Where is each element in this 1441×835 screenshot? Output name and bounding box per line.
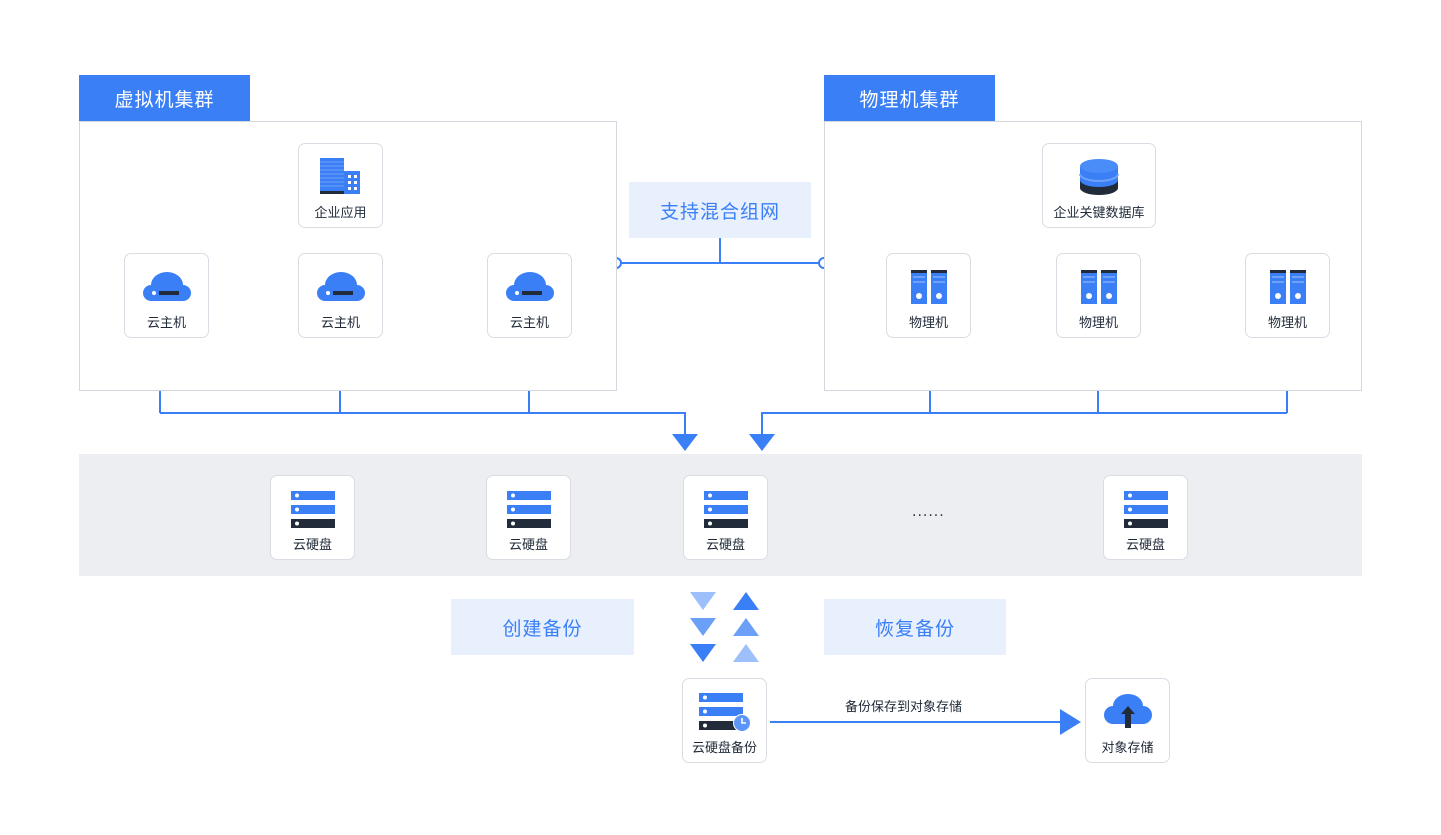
node-label: 企业应用 <box>314 206 367 221</box>
cloud-host-node[interactable]: 云主机 <box>487 253 572 338</box>
cloud-host-node[interactable]: 云主机 <box>124 253 209 338</box>
create-backup-tag: 创建备份 <box>451 599 634 655</box>
disk-backup-node[interactable]: 云硬盘备份 <box>682 678 767 763</box>
arrow-up-icon <box>733 592 759 610</box>
arrow-right-icon <box>1060 709 1081 735</box>
more-disks-ellipsis: ······ <box>912 508 945 524</box>
cloud-disk-node[interactable]: 云硬盘 <box>270 475 355 560</box>
node-label: 物理机 <box>908 316 948 331</box>
physical-cluster-title: 物理机集群 <box>824 75 995 121</box>
node-label: 云硬盘 <box>1125 538 1165 553</box>
physical-host-node[interactable]: 物理机 <box>886 253 971 338</box>
database-icon <box>1079 158 1119 196</box>
arrow-up-icon <box>733 618 759 636</box>
disk-backup-icon <box>698 693 752 732</box>
hybrid-network-tag: 支持混合组网 <box>629 182 811 238</box>
physical-server-icon <box>1080 268 1118 306</box>
vm-cluster-title: 虚拟机集群 <box>79 75 250 121</box>
node-label: 对象存储 <box>1101 741 1154 756</box>
flow-label: 备份保存到对象存储 <box>845 700 963 715</box>
node-label: 云主机 <box>146 316 186 331</box>
enterprise-database-node[interactable]: 企业关键数据库 <box>1042 143 1156 228</box>
building-icon <box>319 158 362 196</box>
disk-icon <box>290 490 336 528</box>
node-label: 云硬盘 <box>292 538 332 553</box>
cloud-server-icon <box>316 268 365 306</box>
arrow-up-icon <box>733 644 759 662</box>
cloud-disk-node[interactable]: 云硬盘 <box>683 475 768 560</box>
node-label: 物理机 <box>1078 316 1118 331</box>
cloud-server-icon <box>505 268 554 306</box>
arrow-down-icon <box>690 592 716 610</box>
physical-host-node[interactable]: 物理机 <box>1056 253 1141 338</box>
disk-icon <box>703 490 749 528</box>
cloud-upload-icon <box>1103 693 1152 731</box>
arrow-down-icon <box>690 618 716 636</box>
node-label: 云硬盘 <box>705 538 745 553</box>
restore-backup-tag: 恢复备份 <box>824 599 1006 655</box>
node-label: 云硬盘备份 <box>691 741 757 756</box>
node-label: 企业关键数据库 <box>1053 206 1145 221</box>
node-label: 物理机 <box>1267 316 1307 331</box>
backup-arrows <box>690 592 759 662</box>
cloud-server-icon <box>142 268 191 306</box>
physical-server-icon <box>1269 268 1307 306</box>
node-label: 云硬盘 <box>508 538 548 553</box>
node-label: 云主机 <box>509 316 549 331</box>
object-storage-node[interactable]: 对象存储 <box>1085 678 1170 763</box>
cloud-disk-node[interactable]: 云硬盘 <box>1103 475 1188 560</box>
arrow-down-icon <box>749 434 775 451</box>
hybrid-network-connector <box>610 238 830 269</box>
enterprise-app-node[interactable]: 企业应用 <box>298 143 383 228</box>
physical-host-node[interactable]: 物理机 <box>1245 253 1330 338</box>
arrow-down-icon <box>672 434 698 451</box>
physical-server-icon <box>910 268 948 306</box>
disk-icon <box>1123 490 1169 528</box>
arrow-down-icon <box>690 644 716 662</box>
cloud-host-node[interactable]: 云主机 <box>298 253 383 338</box>
cloud-disk-node[interactable]: 云硬盘 <box>486 475 571 560</box>
node-label: 云主机 <box>320 316 360 331</box>
disk-icon <box>506 490 552 528</box>
